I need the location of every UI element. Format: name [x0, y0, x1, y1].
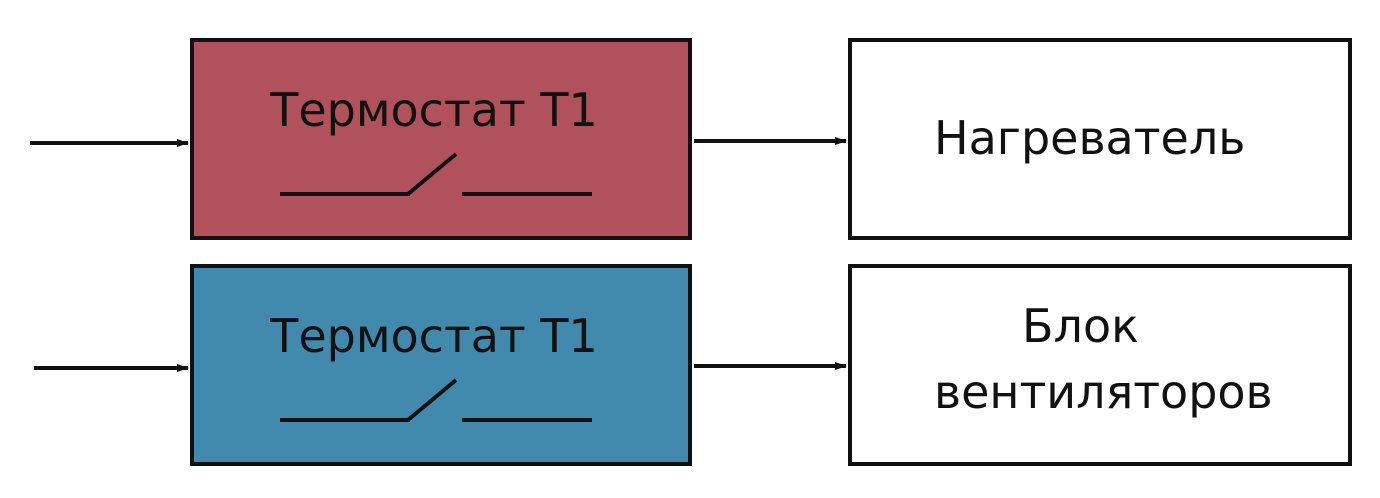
fan-block-label-line1: Блок [1022, 299, 1139, 353]
fan-block-box: Блок вентиляторов [848, 264, 1352, 466]
open-switch-icon [280, 152, 592, 196]
fan-block-label-line2: вентиляторов [934, 365, 1273, 419]
thermostat-bottom-label: Термостат Т1 [270, 309, 598, 363]
thermostat-top-box: Термостат Т1 [190, 38, 692, 240]
thermostat-bottom-box: Термостат Т1 [190, 264, 692, 466]
thermostat-top-label: Термостат Т1 [270, 83, 598, 137]
open-switch-icon [280, 378, 592, 422]
heater-label: Нагреватель [934, 111, 1246, 165]
heater-box: Нагреватель [848, 38, 1352, 240]
